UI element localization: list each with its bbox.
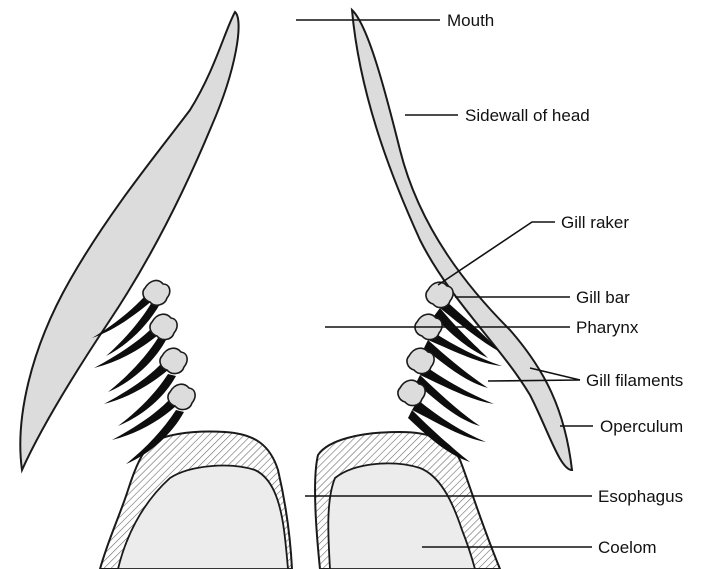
pharynx-label: Pharynx: [576, 318, 639, 337]
coelom-label: Coelom: [598, 538, 657, 557]
gill-raker-label: Gill raker: [561, 213, 629, 232]
operculum-label: Operculum: [600, 417, 683, 436]
gill-filaments-leader-lower: [488, 380, 580, 381]
gill-bar-label: Gill bar: [576, 288, 630, 307]
sidewall-of-head-label: Sidewall of head: [465, 106, 590, 125]
right-sidewall: [352, 10, 572, 470]
mouth-label: Mouth: [447, 11, 494, 30]
gill-filaments-label: Gill filaments: [586, 371, 683, 390]
esophagus-label: Esophagus: [598, 487, 683, 506]
left-sidewall: [20, 12, 238, 470]
